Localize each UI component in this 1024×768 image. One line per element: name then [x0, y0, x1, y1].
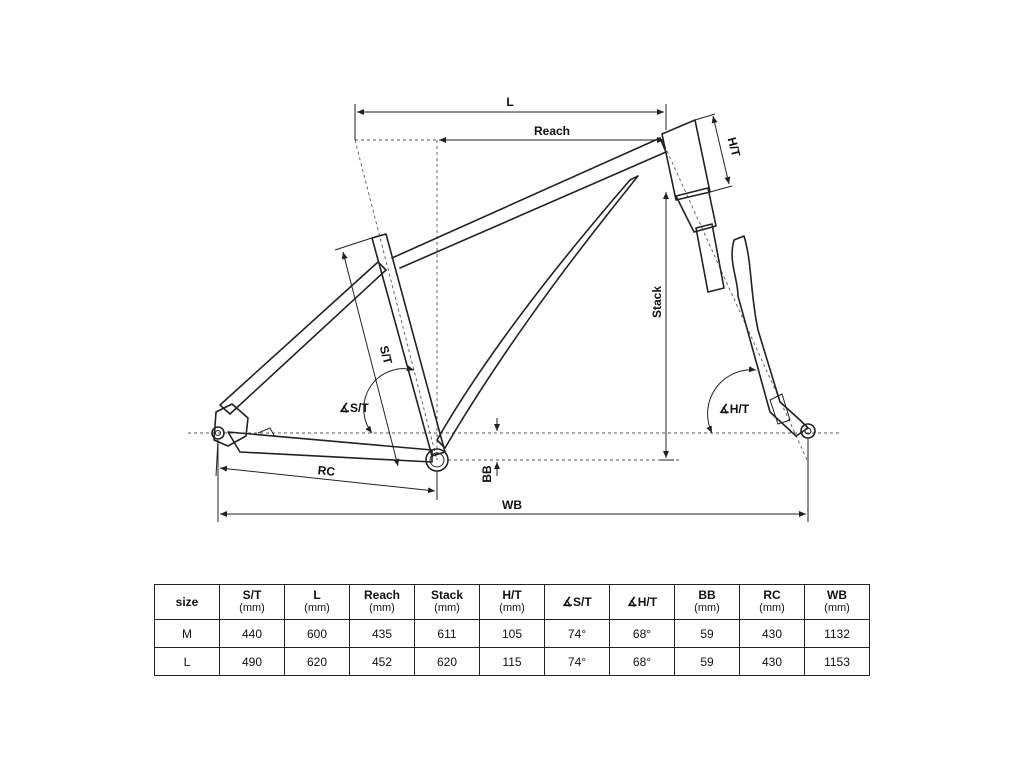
label-stack: Stack	[650, 286, 664, 318]
geometry-table: size S/T(mm) L(mm) Reach(mm) Stack(mm) H…	[154, 584, 870, 676]
cell-st: 440	[219, 619, 285, 648]
brake-mount	[257, 427, 276, 438]
dimension-reach: Reach	[439, 124, 664, 143]
front-axle-center	[804, 427, 812, 435]
fork-crown	[675, 187, 717, 233]
bike-frame	[211, 119, 711, 472]
cell-st-angle: 74°	[544, 619, 610, 648]
rear-axle	[211, 426, 225, 440]
label-wb: WB	[502, 498, 522, 512]
label-ht: H/T	[725, 136, 744, 159]
header-l: L(mm)	[284, 584, 350, 620]
rear-axle-center	[215, 430, 221, 436]
header-wb: WB(mm)	[804, 584, 870, 620]
table-row: M 440 600 435 611 105 74° 68° 59 430 113…	[154, 619, 870, 648]
label-bb: BB	[480, 465, 494, 483]
table-header-row: size S/T(mm) L(mm) Reach(mm) Stack(mm) H…	[154, 584, 870, 620]
cell-st: 490	[219, 647, 285, 676]
cell-ht-angle: 68°	[609, 619, 675, 648]
header-reach: Reach(mm)	[349, 584, 415, 620]
cell-rc: 430	[739, 619, 805, 648]
header-st-angle: ∡S/T	[544, 584, 610, 620]
bike-geometry-diagram: L Reach H/T Stack S/T ∡S/T ∡H/T RC BB	[188, 95, 840, 522]
dimension-ht: H/T	[694, 113, 744, 193]
cell-bb: 59	[674, 647, 740, 676]
cell-stack: 620	[414, 647, 480, 676]
label-st: S/T	[377, 344, 396, 366]
dimension-st-angle: ∡S/T	[339, 365, 415, 434]
label-ht-angle: ∡H/T	[719, 402, 750, 416]
cell-wb: 1132	[804, 619, 870, 648]
label-rc: RC	[317, 463, 336, 479]
label-st-angle: ∡S/T	[339, 401, 369, 415]
dimension-l: L	[354, 95, 667, 140]
dimension-rc: RC	[215, 439, 438, 500]
dimension-wb: WB	[217, 438, 809, 522]
header-stack: Stack(mm)	[414, 584, 480, 620]
cell-l: 600	[284, 619, 350, 648]
cell-size: M	[154, 619, 220, 648]
cell-rc: 430	[739, 647, 805, 676]
cell-bb: 59	[674, 619, 740, 648]
seat-stay	[219, 261, 387, 415]
cell-ht: 105	[479, 619, 545, 648]
dimension-ht-angle: ∡H/T	[706, 366, 757, 434]
header-ht: H/T(mm)	[479, 584, 545, 620]
head-tube	[661, 119, 711, 201]
header-size: size	[154, 584, 220, 620]
cell-reach: 435	[349, 619, 415, 648]
cell-size: L	[154, 647, 220, 676]
rear-dropout	[213, 403, 249, 447]
cell-st-angle: 74°	[544, 647, 610, 676]
table-row: L 490 620 452 620 115 74° 68° 59 430 115…	[154, 647, 870, 676]
cell-stack: 611	[414, 619, 480, 648]
header-rc: RC(mm)	[739, 584, 805, 620]
dimension-stack: Stack	[650, 192, 674, 461]
suspension-fork	[675, 187, 816, 439]
cell-reach: 452	[349, 647, 415, 676]
fork-lower-leg	[731, 235, 809, 437]
top-tube	[391, 137, 667, 269]
header-st: S/T(mm)	[219, 584, 285, 620]
down-tube	[436, 175, 639, 449]
header-ht-angle: ∡H/T	[609, 584, 675, 620]
bottom-bracket-inner	[429, 452, 445, 468]
cell-ht-angle: 68°	[609, 647, 675, 676]
fork-brake-mount	[769, 393, 791, 425]
fork-stanchion	[695, 223, 725, 293]
dimension-bb: BB	[480, 418, 500, 483]
head-tube-axis	[661, 139, 809, 463]
cell-ht: 115	[479, 647, 545, 676]
header-bb: BB(mm)	[674, 584, 740, 620]
label-reach: Reach	[534, 124, 570, 138]
label-l: L	[506, 95, 513, 109]
cell-l: 620	[284, 647, 350, 676]
cell-wb: 1153	[804, 647, 870, 676]
chain-stay	[227, 431, 433, 463]
seat-tube-extension	[354, 139, 438, 461]
